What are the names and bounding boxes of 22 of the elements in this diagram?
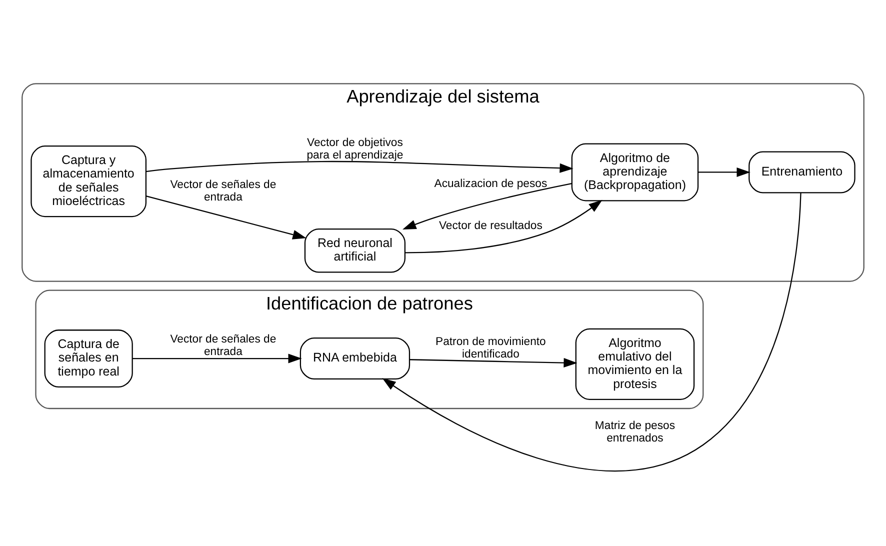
node-box: Entrenamiento <box>748 151 856 194</box>
node-box: Algoritmo de aprendizaje (Backpropagation) <box>571 143 699 202</box>
edge-label: Patron de movimiento identificado <box>436 336 546 360</box>
edge-label: Acualizacion de pesos <box>434 178 548 190</box>
node-box: Captura de señales en tiempo real <box>44 330 133 388</box>
edge-label: Vector de objetivos para el aprendizaje <box>306 137 404 162</box>
arrow <box>146 160 574 173</box>
arrow <box>402 182 572 230</box>
arrow <box>698 167 750 177</box>
arrow <box>405 200 602 254</box>
edge-label: Vector de señales de entrada <box>170 179 276 204</box>
edge-label: Vector de resultados <box>439 220 542 232</box>
node-box: RNA embebida <box>300 338 410 380</box>
edge-label: Vector de señales de entrada <box>170 334 276 358</box>
node-box: Algoritmo emulativo del movimiento en la protesis <box>575 328 695 400</box>
edge-label: Matriz de pesos entrenados <box>594 420 676 444</box>
arrow <box>410 358 578 368</box>
arrow <box>382 192 802 472</box>
arrow <box>146 196 306 240</box>
node-box: Red neuronal artificial <box>304 228 406 273</box>
node-box: Captura y almacenamiento de señales mioeléctricas <box>30 146 147 218</box>
arrow <box>132 354 302 364</box>
